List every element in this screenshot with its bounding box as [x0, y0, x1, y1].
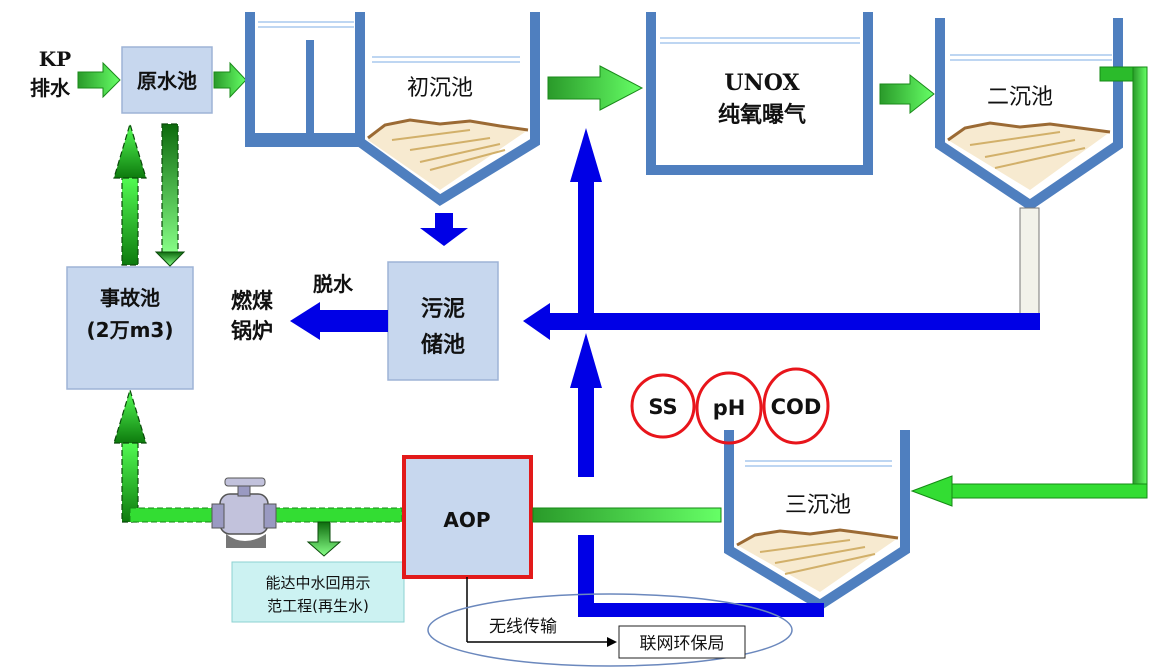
- svg-text:事故池: 事故池: [100, 286, 160, 310]
- secondary-clarifier: 二沉池: [935, 18, 1123, 315]
- svg-text:无线传输: 无线传输: [489, 617, 557, 637]
- dewatering-arrow: [290, 302, 388, 340]
- tertiary-clarifier: 三沉池: [724, 430, 910, 611]
- coal-boiler-label: 燃煤 锅炉: [231, 289, 273, 343]
- reuse-outflow-arrow: [306, 521, 342, 557]
- raw-to-accident-arrow: [154, 123, 186, 267]
- svg-text:pH: pH: [713, 396, 746, 420]
- svg-text:原水池: 原水池: [137, 69, 197, 93]
- return-sludge-line: [523, 303, 1040, 340]
- svg-text:COD: COD: [771, 395, 822, 419]
- primary-to-unox-arrow: [547, 65, 644, 111]
- epb-box: 联网环保局: [618, 625, 746, 659]
- primary-clarifier: 初沉池: [245, 12, 540, 207]
- raw-water-pool: 原水池: [121, 46, 213, 114]
- indicator-cod: COD: [762, 367, 830, 445]
- svg-text:储池: 储池: [421, 332, 465, 358]
- svg-text:二沉池: 二沉池: [987, 85, 1053, 110]
- indicator-ss: SS: [630, 373, 696, 439]
- raw-to-primary-arrow: [213, 61, 247, 99]
- svg-text:纯氧曝气: 纯氧曝气: [718, 102, 806, 128]
- accident-to-raw-arrow: [113, 121, 147, 266]
- svg-text:SS: SS: [648, 395, 677, 419]
- svg-text:能达中水回用示: 能达中水回用示: [265, 574, 370, 592]
- svg-text:初沉池: 初沉池: [407, 76, 473, 101]
- tertiary-sludge-line: [578, 535, 824, 617]
- wireless-link: 无线传输: [427, 577, 793, 667]
- svg-text:联网环保局: 联网环保局: [640, 634, 725, 654]
- svg-text:(2万m3): (2万m3): [87, 318, 174, 342]
- svg-text:排水: 排水: [30, 76, 71, 100]
- primary-to-sludge-arrow: [420, 213, 468, 246]
- svg-text:锅炉: 锅炉: [231, 319, 273, 343]
- indicator-ph: pH: [695, 371, 763, 445]
- aop-unit: AOP: [402, 455, 533, 579]
- svg-text:污泥: 污泥: [421, 297, 465, 322]
- svg-text:三沉池: 三沉池: [785, 493, 851, 518]
- secondary-to-tertiary-pipe: [910, 66, 1148, 507]
- kp-inflow-arrow: [77, 61, 121, 99]
- unox-aeration-tank: UNOX 纯氧曝气: [646, 12, 873, 175]
- tertiary-to-aop-pipe: [532, 507, 722, 523]
- return-to-unox-arrow: [570, 128, 602, 315]
- svg-text:范工程(再生水): 范工程(再生水): [267, 597, 369, 615]
- svg-text:UNOX: UNOX: [724, 70, 800, 96]
- svg-text:AOP: AOP: [443, 508, 490, 532]
- svg-text:KP: KP: [39, 47, 71, 71]
- accident-pool: 事故池 (2万m3): [66, 266, 194, 390]
- valve-icon: [211, 477, 277, 548]
- dewatering-label: 脱水: [313, 272, 354, 296]
- sludge-storage-tank: 污泥 储池: [387, 261, 499, 381]
- svg-text:燃煤: 燃煤: [231, 289, 273, 313]
- bottom-return-arrow: [570, 333, 602, 477]
- kp-drain-label: KP 排水: [30, 47, 71, 100]
- unox-to-secondary-arrow: [879, 73, 935, 115]
- reuse-project-box: 能达中水回用示 范工程(再生水): [231, 561, 405, 623]
